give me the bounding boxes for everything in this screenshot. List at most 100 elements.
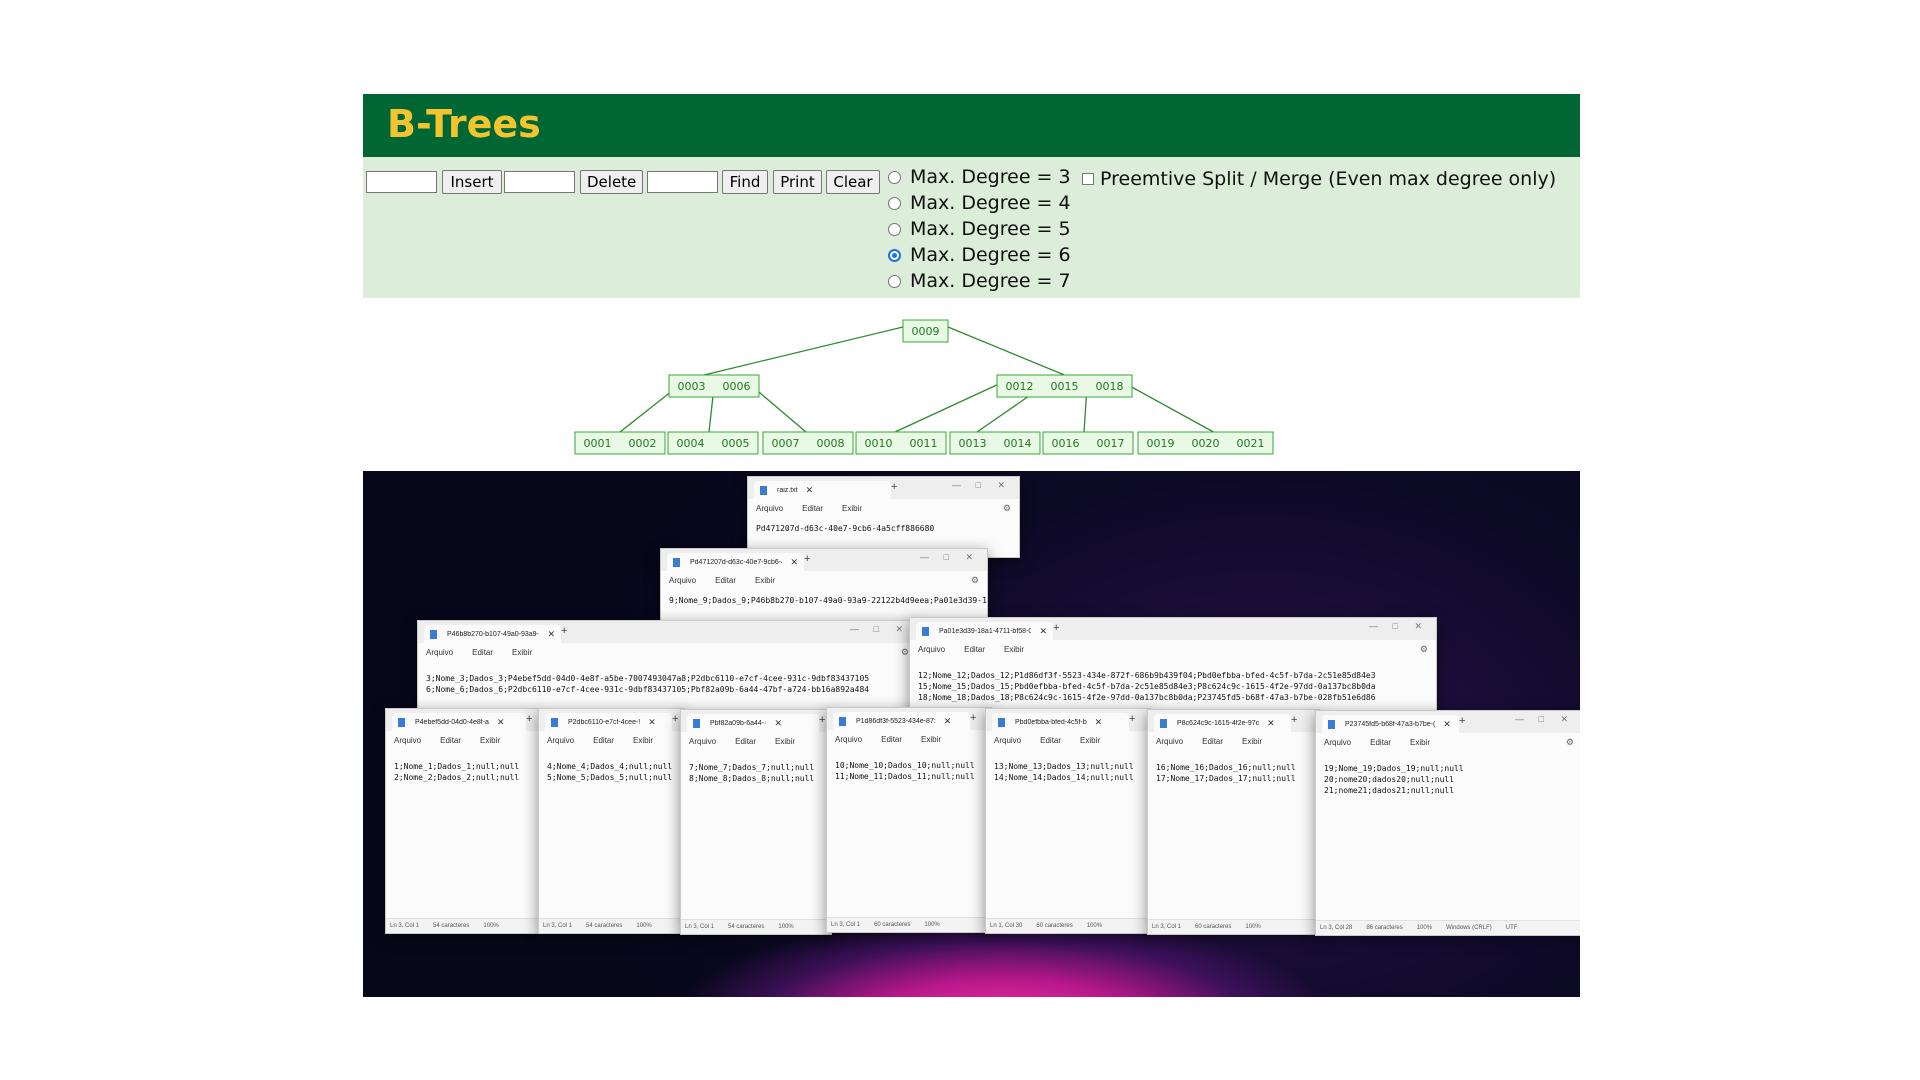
window-close-icon[interactable]: ✕ [965,552,973,562]
delete-button[interactable]: Delete [580,170,643,194]
menu-item-arquivo[interactable]: Arquivo [835,734,863,744]
insert-button[interactable]: Insert [442,170,502,194]
menu-item-arquivo[interactable]: Arquivo [547,735,575,745]
settings-gear-icon[interactable]: ⚙ [1565,737,1574,747]
menu-item-arquivo[interactable]: Arquivo [918,644,946,654]
minimize-icon[interactable]: — [850,624,859,634]
menu-item-exibir[interactable]: Exibir [1080,735,1101,745]
degree-option-7[interactable]: Max. Degree = 7 [888,269,1071,293]
menu-item-editar[interactable]: Editar [881,734,903,744]
menu-item-exibir[interactable]: Exibir [1242,736,1263,746]
menu-item-exibir[interactable]: Exibir [775,736,796,746]
file-tab[interactable]: Pbd0efbba-bfed-4c5f-b✕ [992,713,1129,731]
text-content[interactable]: Pd471207d-d63c-40e7-9cb6-4a5cff886680 [756,523,934,534]
file-tab[interactable]: P2dbc6110-e7cf-4cee-!✕ [545,713,672,731]
degree-radio[interactable] [888,222,901,236]
degree-option-3[interactable]: Max. Degree = 3 [888,165,1071,189]
menu-item-arquivo[interactable]: Arquivo [689,736,717,746]
menu-item-arquivo[interactable]: Arquivo [1156,736,1184,746]
new-tab-icon[interactable]: + [1459,715,1466,727]
menu-item-editar[interactable]: Editar [472,647,494,657]
menu-item-exibir[interactable]: Exibir [512,647,533,657]
degree-radio[interactable] [888,274,901,288]
close-icon[interactable]: ✕ [1039,625,1047,636]
minimize-icon[interactable]: — [920,552,929,562]
degree-radio[interactable] [888,248,901,262]
close-icon[interactable]: ✕ [943,715,952,726]
notepad-window[interactable]: P1d86df3f-5523-434e-87:✕+ Arquivo Editar Ex… [826,707,992,933]
title-bar[interactable]: P23745fd5-b68f-47a3-b7be-(✕+—□✕ [1316,711,1580,733]
degree-option-4[interactable]: Max. Degree = 4 [888,191,1071,215]
text-content[interactable]: 9;Nome_9;Dados_9;P46b8b270-b107-49a0-93a… [669,595,987,606]
menu-item-editar[interactable]: Editar [964,644,986,654]
new-tab-icon[interactable]: + [561,625,568,637]
degree-radio[interactable] [888,196,901,210]
menu-item-arquivo[interactable]: Arquivo [994,735,1022,745]
close-icon[interactable]: ✕ [1094,716,1103,727]
title-bar[interactable]: P8c624c9c-1615-4f2e-97c✕+ [1148,710,1319,732]
close-icon[interactable]: ✕ [496,716,505,727]
settings-gear-icon[interactable]: ⚙ [1419,644,1428,654]
close-icon[interactable]: ✕ [1443,718,1451,729]
file-tab[interactable]: raiz.txt✕ [754,481,891,499]
clear-button[interactable]: Clear [826,170,880,194]
file-tab[interactable]: P8c624c9c-1615-4f2e-97c✕ [1154,714,1291,732]
menu-item-arquivo[interactable]: Arquivo [756,503,784,513]
menu-item-exibir[interactable]: Exibir [1004,644,1025,654]
menu-item-exibir[interactable]: Exibir [842,503,863,513]
close-icon[interactable]: ✕ [790,556,798,567]
notepad-window[interactable]: Pa01e3d39-18a1-4711-bf58-0700c9✕+—□✕ Arqu… [909,617,1437,719]
file-tab[interactable]: Pa01e3d39-18a1-4711-bf58-0700c9✕ [916,622,1053,640]
maximize-icon[interactable]: □ [1538,714,1544,724]
text-content[interactable]: 3;Nome_3;Dados_3;P4ebef5dd-04d0-4e8f-a5b… [426,673,869,695]
maximize-icon[interactable]: □ [975,480,981,490]
menu-item-editar[interactable]: Editar [593,735,615,745]
file-tab[interactable]: P23745fd5-b68f-47a3-b7be-(✕ [1322,715,1459,733]
degree-option-5[interactable]: Max. Degree = 5 [888,217,1071,241]
new-tab-icon[interactable]: + [1291,714,1298,726]
close-icon[interactable]: ✕ [1267,717,1275,728]
file-tab[interactable]: P46b8b270-b107-49a0-93a9-2212:✕ [424,625,561,643]
menu-item-arquivo[interactable]: Arquivo [394,735,422,745]
menu-item-editar[interactable]: Editar [735,736,757,746]
notepad-window[interactable]: Pd471207d-d63c-40e7-9cb6-4a5cf✕+—□✕Arqui… [660,548,988,625]
title-bar[interactable]: P1d86df3f-5523-434e-87:✕+ [827,708,991,730]
new-tab-icon[interactable]: + [970,712,977,724]
preemptive-option[interactable]: Preemtive Split / Merge (Even max degree… [1082,168,1556,190]
degree-radio[interactable] [888,170,901,184]
settings-gear-icon[interactable]: ⚙ [970,575,979,585]
menu-item-editar[interactable]: Editar [715,575,737,585]
menu-item-editar[interactable]: Editar [1040,735,1062,745]
title-bar[interactable]: Pd471207d-d63c-40e7-9cb6-4a5cf✕+—□✕ [661,549,987,571]
menu-item-exibir[interactable]: Exibir [921,734,942,744]
new-tab-icon[interactable]: + [891,481,898,493]
title-bar[interactable]: Pa01e3d39-18a1-4711-bf58-0700c9✕+—□✕ [910,618,1436,640]
file-tab[interactable]: P1d86df3f-5523-434e-87:✕ [833,712,970,730]
text-content[interactable]: 12;Nome_12;Dados_12;P1d86df3f-5523-434e-… [918,670,1376,703]
new-tab-icon[interactable]: + [672,713,679,725]
minimize-icon[interactable]: — [952,480,961,490]
delete-input[interactable] [504,171,575,193]
file-tab[interactable]: P4ebef5dd-04d0-4e8f-a✕ [392,713,526,731]
maximize-icon[interactable]: □ [873,624,879,634]
new-tab-icon[interactable]: + [804,553,811,565]
new-tab-icon[interactable]: + [819,714,826,726]
title-bar[interactable]: P46b8b270-b107-49a0-93a9-2212:✕+—□✕ [418,621,917,643]
menu-item-editar[interactable]: Editar [802,503,824,513]
title-bar[interactable]: raiz.txt✕+—□✕ [748,477,1019,499]
find-input[interactable] [647,171,718,193]
settings-gear-icon[interactable]: ⚙ [900,647,909,657]
close-icon[interactable]: ✕ [774,717,782,728]
menu-item-exibir[interactable]: Exibir [755,575,776,585]
